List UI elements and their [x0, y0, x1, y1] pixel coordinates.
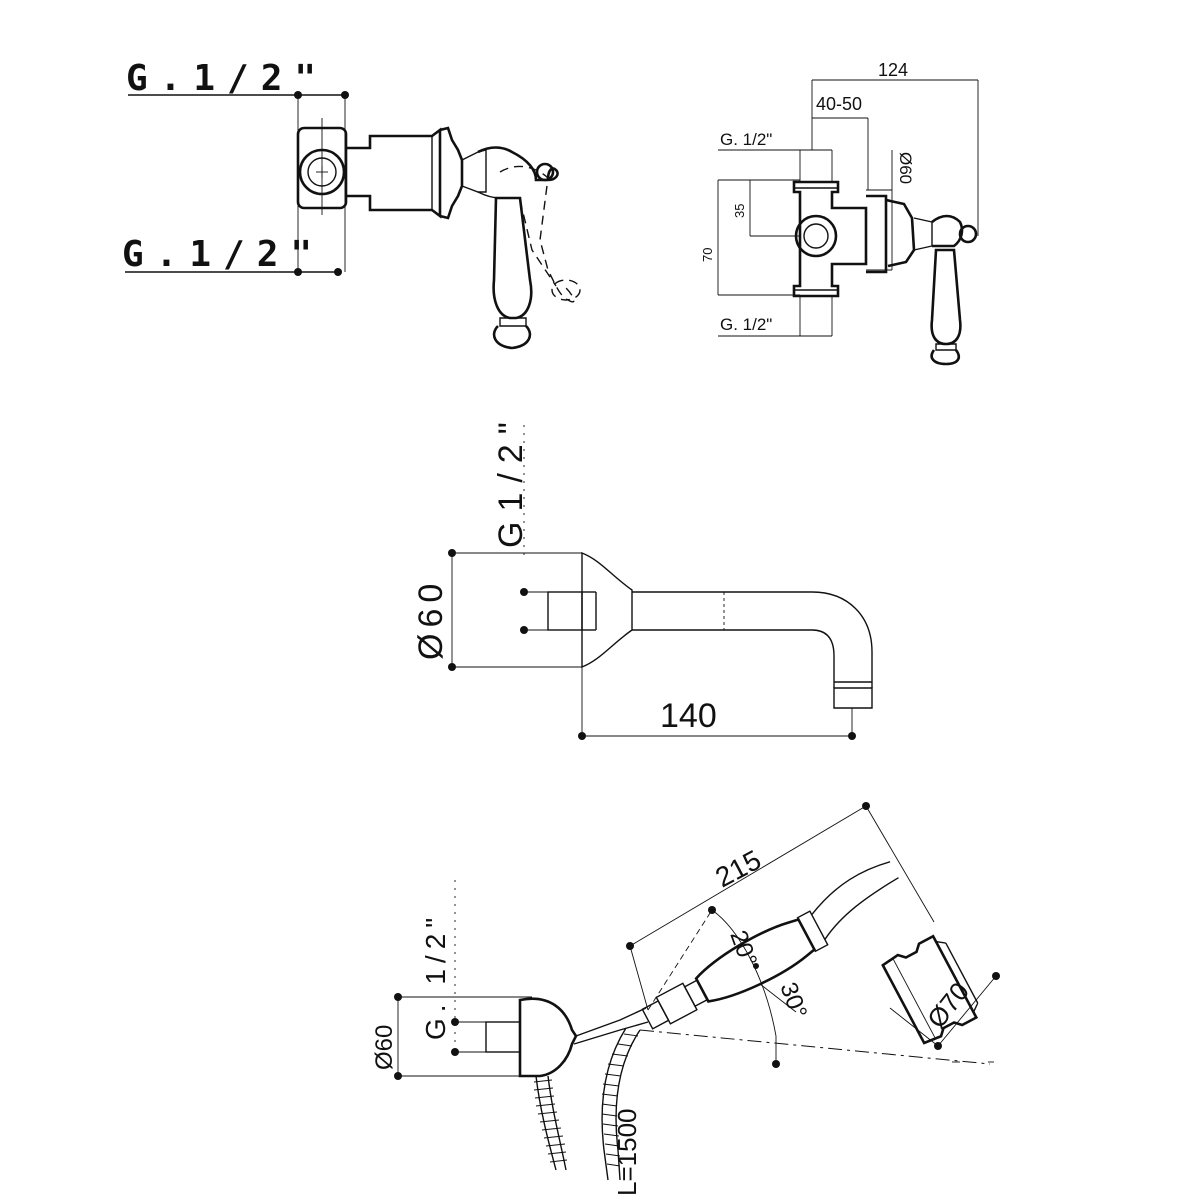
thread-label-top: G. 1/2": [720, 130, 772, 149]
dim-diameter-head: Ø70: [921, 976, 975, 1033]
hose-length: L=1500: [612, 1109, 642, 1196]
dim-diameter-base: Ø60: [371, 1025, 398, 1070]
dim-range: 40-50: [816, 94, 862, 114]
thread-label-bottom: G. 1/2": [720, 315, 772, 334]
thread-label: G. 1/2": [420, 912, 451, 1040]
thread-label-top: G.1/2": [126, 58, 328, 99]
thread-label-bottom: G.1/2": [122, 234, 324, 275]
dim-diameter: Ø60: [412, 578, 450, 660]
thread-label: G1/2": [492, 412, 530, 548]
hand-shower-view: G. 1/2" Ø60: [371, 802, 1000, 1196]
dim-overall: 124: [878, 60, 908, 80]
valve-front-view: G.1/2" G.1/2": [122, 58, 581, 350]
spout-view: G1/2" Ø60 140: [412, 412, 873, 740]
dim-half-height: 35: [732, 204, 747, 218]
dim-height: 70: [700, 248, 715, 262]
dim-length: 140: [660, 697, 717, 735]
dim-length: 215: [710, 844, 766, 893]
valve-side-view: 124 40-50 G. 1/2" 70 35 G. 1/2": [700, 60, 979, 366]
dim-diameter: Ø60: [896, 152, 915, 184]
angle-lower: 30°: [774, 979, 812, 1022]
